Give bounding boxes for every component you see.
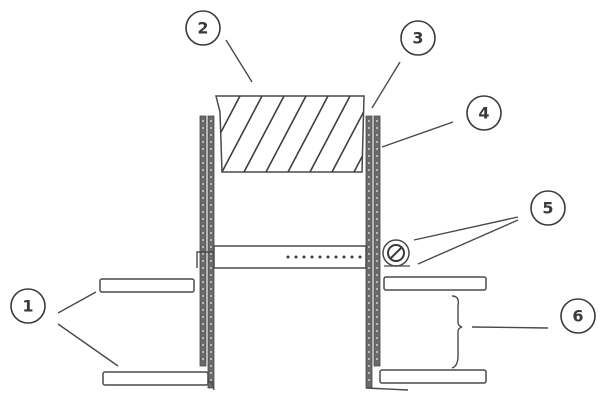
- cross-bar: [213, 245, 367, 269]
- hatched-block: [215, 95, 365, 173]
- callout-1: 1: [10, 288, 46, 324]
- callout-2: 2: [185, 10, 221, 46]
- leader-lines: [57, 39, 519, 367]
- callout-3-label: 3: [412, 29, 423, 48]
- right-flanges: [379, 276, 487, 384]
- callout-4-label: 4: [478, 104, 489, 123]
- callout-5-label: 5: [542, 199, 553, 218]
- callout-6-label: 6: [572, 307, 583, 326]
- screw-icon: [382, 239, 410, 267]
- callout-4: 4: [466, 95, 502, 131]
- callout-2-label: 2: [197, 19, 208, 38]
- callout-6: 6: [560, 298, 596, 334]
- spacing-brace: [451, 295, 549, 369]
- callout-3: 3: [400, 20, 436, 56]
- left-flanges: [99, 278, 209, 386]
- callout-5: 5: [530, 190, 566, 226]
- left-tube: [190, 115, 215, 391]
- callout-1-label: 1: [22, 297, 33, 316]
